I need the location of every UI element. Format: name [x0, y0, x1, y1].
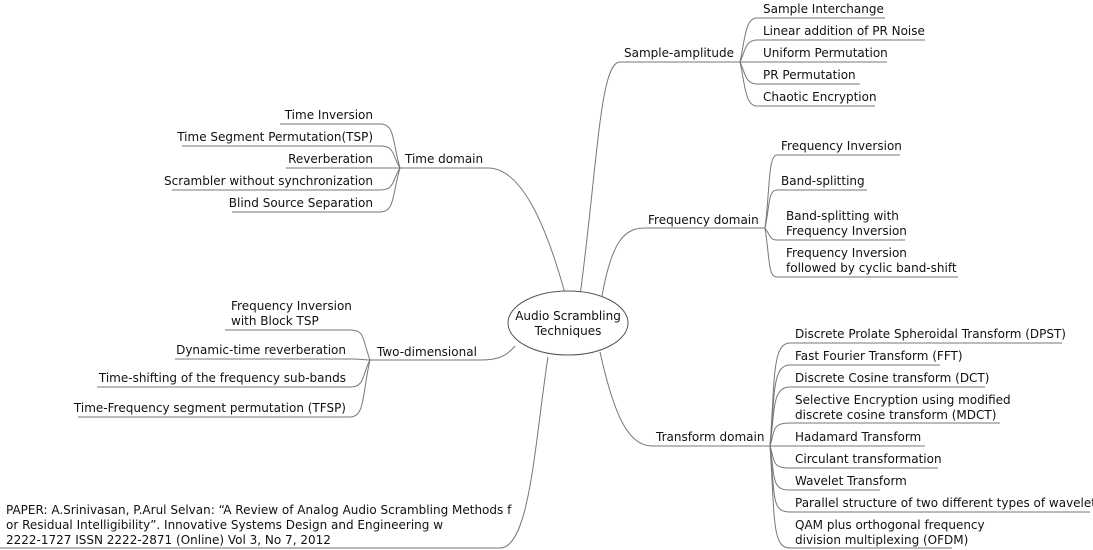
leaf-linear-addition-pr-noise[interactable]: Linear addition of PR Noise: [763, 24, 925, 38]
leaf-pr-permutation[interactable]: PR Permutation: [763, 68, 856, 82]
leaf-reverberation[interactable]: Reverberation: [288, 152, 373, 166]
connector-root-two-dimensional: [479, 345, 516, 361]
leaf-freq-inversion-cyclic-shift[interactable]: Frequency Inversion followed by cyclic b…: [786, 246, 957, 276]
connector-root-transform-domain: [599, 351, 653, 447]
leaf-line2: followed by cyclic band-shift: [786, 261, 957, 275]
leaf-line2: with Block TSP: [231, 314, 319, 328]
branch-two-dimensional[interactable]: Two-dimensional: [377, 345, 477, 359]
leaf-line1: Frequency Inversion: [231, 299, 352, 313]
paper-line1: PAPER: A.Srinivasan, P.Arul Selvan: “A R…: [6, 503, 512, 517]
leaf-line1: Band-splitting with: [786, 209, 899, 223]
paper-line2: or Residual Intelligibility”. Innovative…: [6, 518, 444, 532]
leaf-line2: Frequency Inversion: [786, 224, 907, 238]
leaf-frequency-inversion[interactable]: Frequency Inversion: [781, 139, 902, 153]
leaf-tsp[interactable]: Time Segment Permutation(TSP): [177, 130, 373, 144]
connector-root-time-domain: [487, 167, 567, 298]
leaf-line2: division multiplexing (OFDM): [795, 533, 969, 547]
leaf-sample-interchange[interactable]: Sample Interchange: [763, 2, 884, 16]
leaf-band-splitting-freq-inversion[interactable]: Band-splitting with Frequency Inversion: [786, 209, 907, 239]
leaf-chaotic-encryption[interactable]: Chaotic Encryption: [763, 90, 877, 104]
leaf-time-inversion[interactable]: Time Inversion: [284, 108, 373, 122]
branch-time-domain[interactable]: Time domain: [405, 152, 484, 166]
branch-transform-domain[interactable]: Transform domain: [656, 430, 765, 444]
leaf-uniform-permutation[interactable]: Uniform Permutation: [763, 46, 888, 60]
leaf-dct[interactable]: Discrete Cosine transform (DCT): [795, 371, 990, 385]
leaf-blind-source-separation[interactable]: Blind Source Separation: [228, 196, 373, 210]
root-node: [507, 290, 629, 356]
branch-frequency-domain[interactable]: Frequency domain: [648, 213, 759, 227]
leaf-freq-inversion-block-tsp[interactable]: Frequency Inversion with Block TSP: [231, 299, 352, 329]
leaf-line1: QAM plus orthogonal frequency: [795, 518, 985, 532]
connector-root-frequency-domain: [601, 227, 646, 297]
leaf-scrambler-no-sync[interactable]: Scrambler without synchronization: [164, 174, 373, 188]
paper-citation: PAPER: A.Srinivasan, P.Arul Selvan: “A R…: [6, 503, 511, 548]
leaf-hadamard[interactable]: Hadamard Transform: [795, 430, 922, 444]
leaf-wavelet[interactable]: Wavelet Transform: [795, 474, 907, 488]
root-title-line2: Techniques: [534, 324, 602, 338]
connector-root-paper: [499, 356, 549, 549]
leaf-circulant[interactable]: Circulant transformation: [795, 452, 942, 466]
leaf-fft[interactable]: Fast Fourier Transform (FFT): [795, 349, 963, 363]
root-node-label[interactable]: Audio Scrambling Techniques: [508, 309, 628, 339]
leaf-qam-ofdm[interactable]: QAM plus orthogonal frequency division m…: [795, 518, 985, 548]
leaf-line1: Frequency Inversion: [786, 246, 907, 260]
leaf-mdct[interactable]: Selective Encryption using modified disc…: [795, 393, 1011, 423]
leaf-line1: Selective Encryption using modified: [795, 393, 1011, 407]
connector-root-sample-amplitude: [579, 61, 621, 297]
leaf-parallel-wavelets[interactable]: Parallel structure of two different type…: [795, 496, 1093, 510]
leaf-line2: discrete cosine transform (MDCT): [795, 408, 997, 422]
leaf-time-shifting-subbands[interactable]: Time-shifting of the frequency sub-bands: [98, 371, 346, 385]
leaf-band-splitting[interactable]: Band-splitting: [781, 174, 865, 188]
root-title-line1: Audio Scrambling: [515, 309, 621, 323]
paper-line3: 2222-1727 ISSN 2222-2871 (Online) Vol 3,…: [6, 533, 331, 547]
leaf-dpst[interactable]: Discrete Prolate Spheroidal Transform (D…: [795, 327, 1066, 341]
leaf-tfsp[interactable]: Time-Frequency segment permutation (TFSP…: [73, 401, 346, 415]
branch-sample-amplitude[interactable]: Sample-amplitude: [624, 46, 734, 60]
leaf-dynamic-time-reverberation[interactable]: Dynamic-time reverberation: [176, 343, 346, 357]
